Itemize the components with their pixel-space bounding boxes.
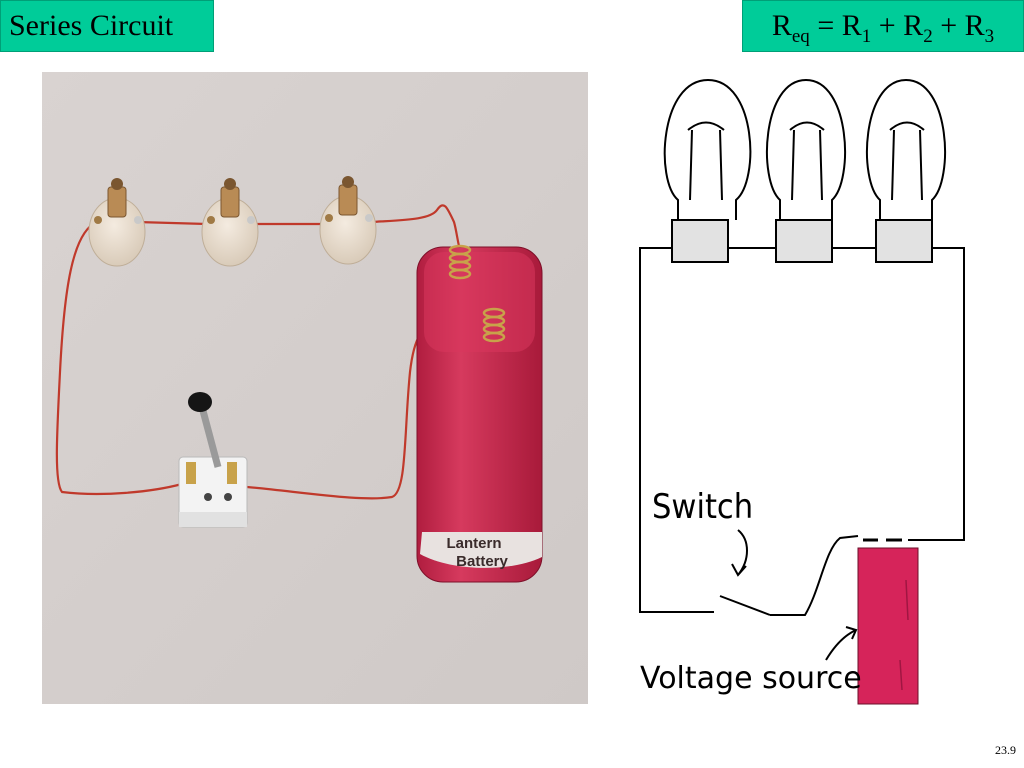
bulb-socket-3 bbox=[319, 176, 377, 265]
switch-label: Switch bbox=[652, 487, 753, 527]
knife-switch bbox=[178, 392, 248, 528]
req-symbol: Req bbox=[771, 9, 810, 47]
lantern-battery: Lantern Battery bbox=[416, 244, 543, 583]
schematic-bulb-3 bbox=[866, 78, 946, 263]
slide-number: 23.9 bbox=[995, 743, 1016, 757]
r1-symbol: R1 bbox=[841, 9, 872, 47]
bulb-socket-1 bbox=[88, 178, 146, 267]
battery-label-line2: Battery bbox=[456, 553, 508, 570]
equation: Req = R1 + R2 + R3 bbox=[771, 9, 995, 47]
schematic-battery bbox=[857, 538, 919, 705]
plus-sign-2: + bbox=[940, 9, 958, 42]
r2-symbol: R2 bbox=[903, 9, 933, 47]
circuit-schematic: Switch Voltage source bbox=[600, 60, 1024, 720]
battery-terminal-springs bbox=[448, 244, 506, 343]
schematic-background bbox=[600, 60, 1024, 720]
source-arrow-icon bbox=[825, 626, 858, 661]
circuit-photo: Lantern Battery bbox=[42, 72, 588, 704]
slide-title: Series Circuit bbox=[0, 0, 214, 52]
voltage-source-label: Voltage source bbox=[640, 661, 862, 696]
switch-arrow-icon bbox=[731, 529, 748, 577]
battery-label-line1: Lantern bbox=[446, 535, 501, 552]
equation-box: Req = R1 + R2 + R3 bbox=[742, 0, 1024, 52]
plus-sign-1: + bbox=[878, 9, 896, 42]
r3-symbol: R3 bbox=[964, 9, 995, 47]
equals-sign: = bbox=[817, 9, 835, 42]
slide-title-text: Series Circuit bbox=[9, 9, 174, 42]
schematic-bulb-1 bbox=[663, 78, 752, 263]
schematic-wires bbox=[639, 247, 965, 616]
bulb-socket-2 bbox=[201, 178, 259, 267]
schematic-bulb-2 bbox=[766, 78, 846, 263]
